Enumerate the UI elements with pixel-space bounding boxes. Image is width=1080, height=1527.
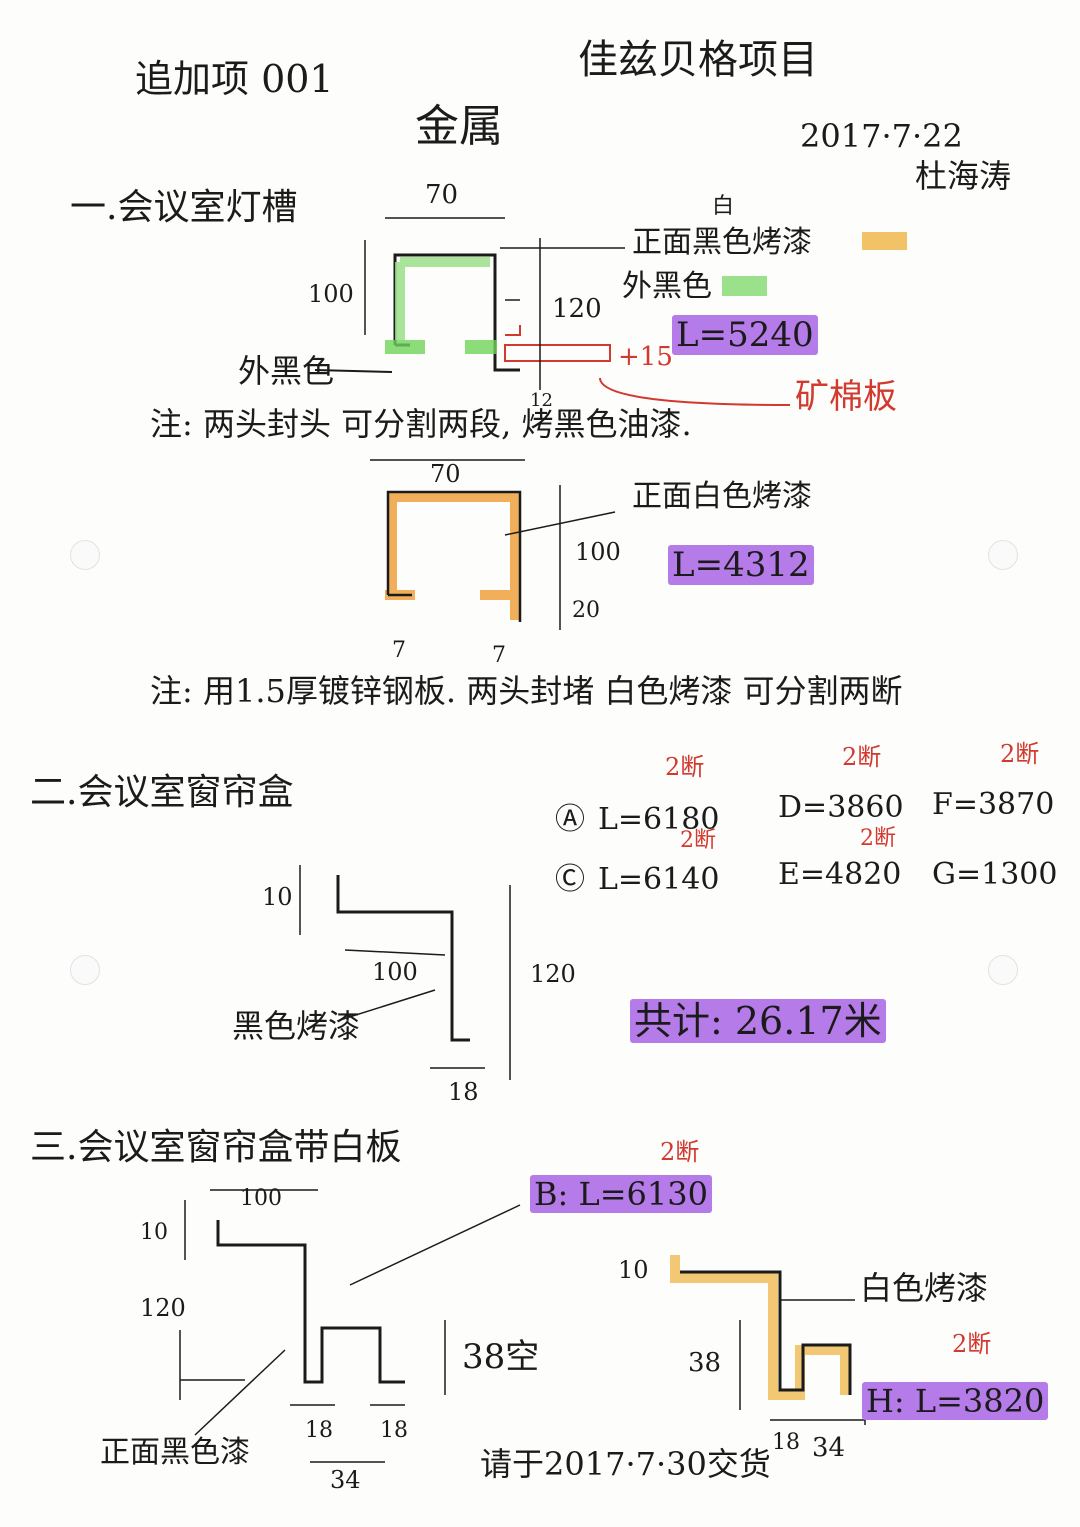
document-date: 2017·7·22 [800,117,963,155]
dim-bottom: 12 [530,390,553,411]
section3-title: 三.会议室窗帘盒带白板 [30,1127,402,1168]
category-title: 金属 [415,101,503,152]
length-g: G=1300 [932,857,1058,892]
white-mark: 白 [712,194,735,219]
dim-bottom-20: 20 [572,598,600,623]
punch-hole [988,955,1018,985]
s3r-dim-top-10: 10 [618,1256,649,1284]
curtain-box-profile [336,875,470,1042]
s3r-dim-left-18: 18 [772,1430,800,1455]
length-a-mark: Ⓐ [555,802,585,837]
label-outer-black: 外黑色 [622,269,712,304]
length-c-note: 2断 [680,828,716,853]
dim-top-10: 10 [262,883,293,911]
section1-note2: 注: 用1.5厚镀锌钢板. 两头封堵 白色烤漆 可分割两断 [150,672,903,710]
s3-b-length: B: L=6130 [530,1175,712,1213]
length-d: D=3860 [778,790,904,825]
section2-title: 二.会议室窗帘盒 [30,772,294,813]
delivery-note: 请于2017·7·30交货 [480,1445,771,1483]
dim-height-bottom: 100 [575,538,621,566]
section1-note: 注: 两头封头 可分割两段, 烤黑色油漆. [150,405,692,443]
section1-title: 一.会议室灯槽 [70,187,298,228]
s3-dim-top-10: 10 [140,1220,168,1245]
plus-dim: +15 [618,342,673,372]
s3-dim-right-18: 18 [380,1418,408,1443]
dim-width-100: 100 [372,958,418,986]
dim-left-7: 7 [392,638,406,663]
length-f: F=3870 [932,787,1055,822]
punch-hole [988,540,1018,570]
s3r-label-white: 白色烤漆 [860,1269,989,1307]
punch-hole [70,540,100,570]
dim-height-right: 120 [552,294,602,324]
section2-label-black: 黑色烤漆 [232,1007,361,1045]
punch-hole [70,955,100,985]
s3-b-note: 2断 [660,1138,700,1166]
length-bottom: L=4312 [668,545,814,585]
length-e: E=4820 [778,857,902,892]
length-f-note: 2断 [1000,740,1040,768]
author-signature: 杜海涛 [915,157,1012,195]
length-d-note: 2断 [842,743,882,771]
dim-width-top: 70 [425,180,459,210]
project-title: 佳兹贝格项目 [578,37,818,83]
add-item-number: 追加项 001 [135,57,334,101]
label-front-black: 正面黑色烤漆 [632,225,812,260]
length-c: L=6140 [598,862,720,897]
length-top: L=5240 [672,315,818,355]
s3r-dim-bottom-34: 34 [812,1433,846,1463]
mineral-board-label: 矿棉板 [795,377,897,417]
s3-dim-width-100: 100 [240,1186,282,1211]
s3-label-front-black: 正面黑色漆 [100,1435,250,1470]
s3r-note: 2断 [952,1330,992,1358]
label-front-white: 正面白色烤漆 [632,479,812,514]
dim-height-left: 100 [308,280,354,308]
length-a: L=6180 [598,802,720,837]
length-c-mark: Ⓒ [555,862,585,897]
dim-right-7: 7 [492,643,506,668]
s3-gap-38: 38空 [462,1337,540,1377]
s3r-length: H: L=3820 [862,1382,1049,1420]
length-e-note: 2断 [860,826,896,851]
s3-dim-bottom-34: 34 [330,1466,361,1494]
s3r-dim-height-38: 38 [688,1348,722,1378]
s3-dim-height-120: 120 [140,1294,186,1322]
length-a-note: 2断 [665,753,705,781]
section2-total: 共计: 26.17米 [630,999,886,1043]
label-outer-black-left: 外黑色 [238,352,335,390]
dim-bottom-18: 18 [448,1078,479,1106]
dim-height-120: 120 [530,960,576,988]
dim-width-bottom: 70 [430,460,461,488]
curtain-box-with-board-profile [216,1220,405,1384]
s3-dim-left-18: 18 [305,1418,333,1443]
